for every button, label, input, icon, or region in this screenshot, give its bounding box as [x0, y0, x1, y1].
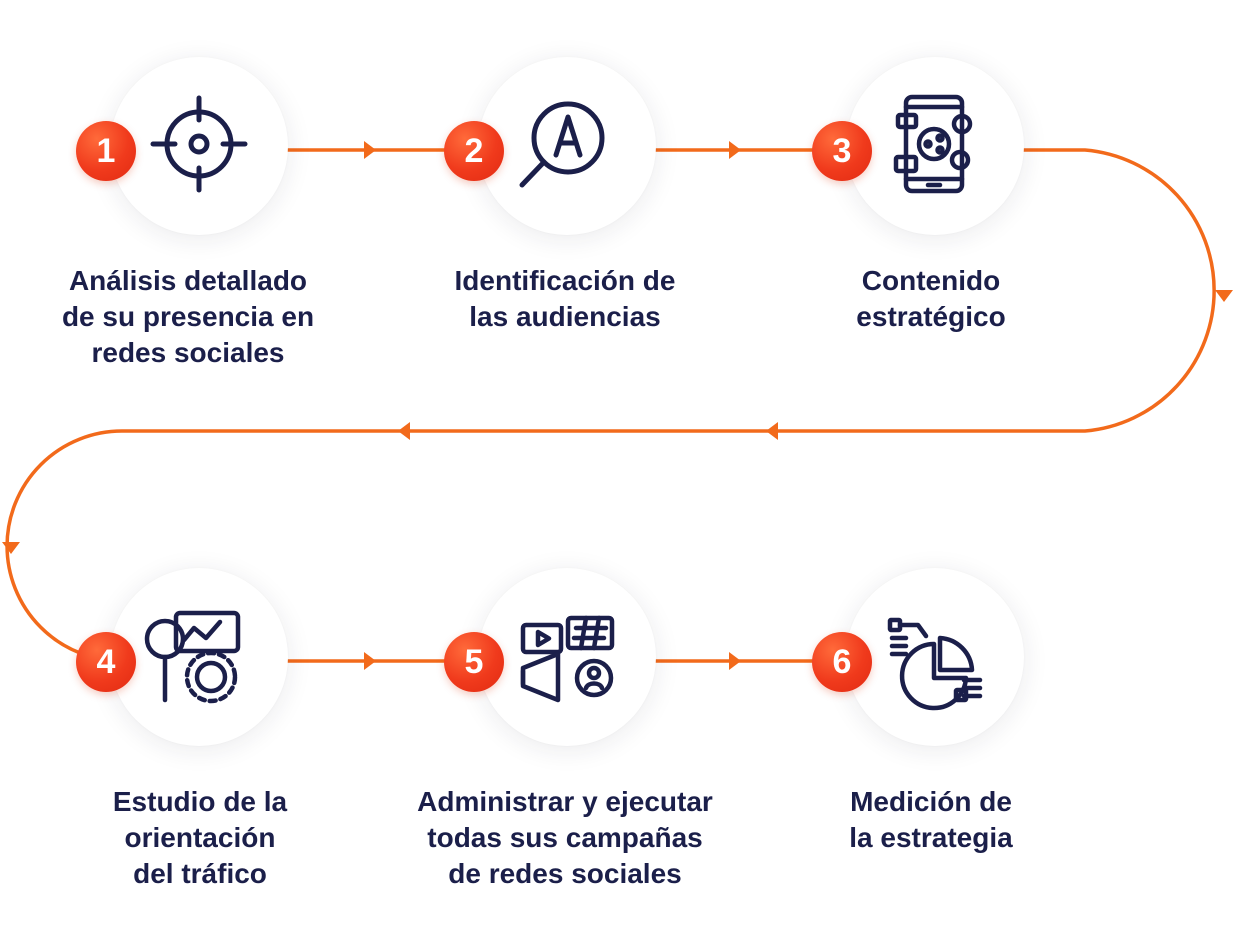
step-4-circle	[110, 568, 288, 746]
step-5-label: Administrar y ejecutar todas sus campaña…	[417, 786, 713, 889]
arrowhead-2	[729, 141, 741, 159]
step-2-circle	[478, 57, 656, 235]
arrowhead-7	[364, 652, 376, 670]
target-crosshair-icon	[150, 95, 248, 193]
step-2-label: Identificación de las audiencias	[454, 265, 676, 332]
connector-3-turn	[5, 148, 1216, 663]
arrowhead-6	[2, 542, 20, 554]
magnifier-at-sign-icon	[519, 101, 605, 188]
step-3-label: Contenido estratégico	[856, 265, 1006, 332]
step-1-label: Análisis detallado de su presencia en re…	[61, 265, 315, 368]
arrowhead-5	[398, 422, 410, 440]
step-4-label: Estudio de la orientación del tráfico	[112, 786, 288, 889]
step-2-badge: 2	[444, 121, 504, 181]
analytics-magnifier-gear-icon	[144, 610, 241, 704]
arrowhead-1	[364, 141, 376, 159]
step-5-circle	[478, 568, 656, 746]
megaphone-hashtag-video-icon	[520, 615, 615, 703]
step-1-circle	[110, 57, 288, 235]
step-4-badge: 4	[76, 632, 136, 692]
arrowhead-8	[729, 652, 741, 670]
step-5-badge: 5	[444, 632, 504, 692]
pie-chart-list-icon	[887, 617, 983, 711]
smartphone-share-icon	[893, 94, 973, 194]
arrowhead-4	[766, 422, 778, 440]
step-3-circle	[846, 57, 1024, 235]
step-1-badge: 1	[76, 121, 136, 181]
step-6-label: Medición de la estrategia	[849, 786, 1013, 853]
step-3-badge: 3	[812, 121, 872, 181]
arrowhead-3	[1215, 290, 1233, 302]
step-6-badge: 6	[812, 632, 872, 692]
step-6-circle	[846, 568, 1024, 746]
